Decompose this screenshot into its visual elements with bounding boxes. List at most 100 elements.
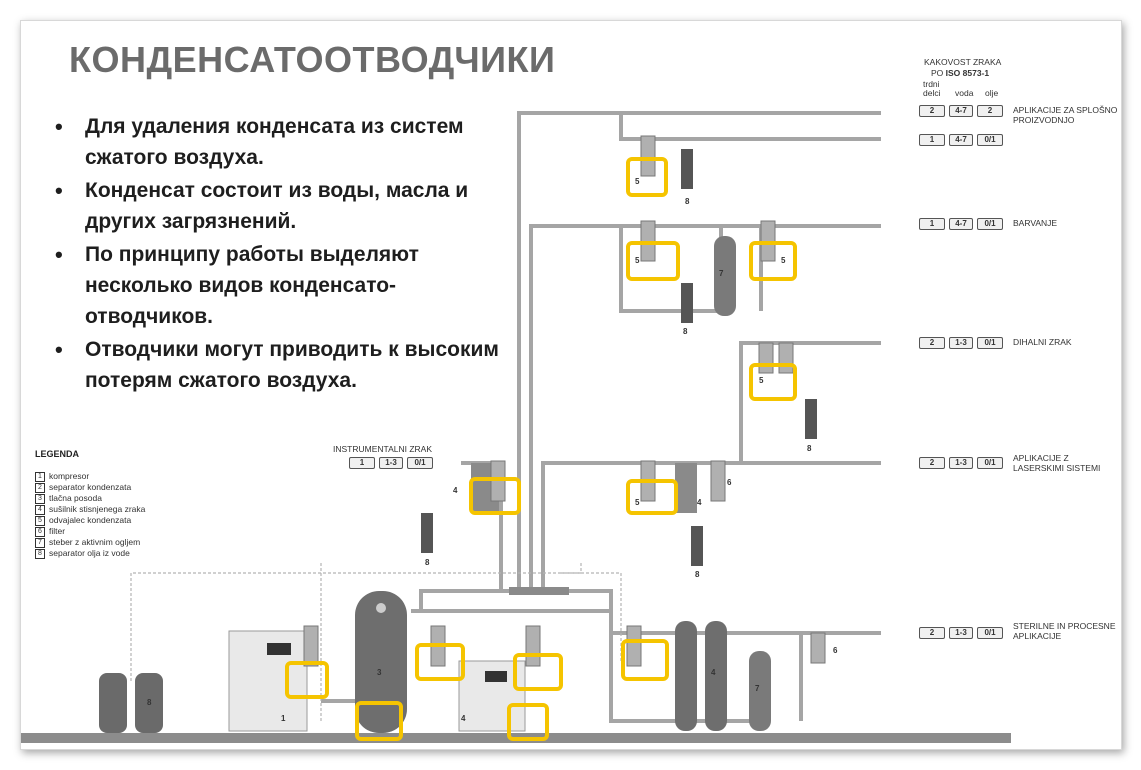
quality-solids: 2 [919,457,945,469]
legend-label: odvajalec kondenzata [49,515,132,525]
svg-text:8: 8 [685,197,690,206]
oil-water-separators [421,149,817,566]
legend-label: steber z aktivnim ogljem [49,537,141,547]
quality-header-line1: KAKOVOST ZRAKA [924,57,1002,67]
svg-text:4: 4 [453,486,458,495]
condensate-lines [130,561,622,721]
quality-water: 4-7 [949,218,973,230]
legend-item: 4 sušilnik stisnjenega zraka [35,504,215,515]
legend-item: 5 odvajalec kondenzata [35,515,215,526]
svg-text:5: 5 [635,256,640,265]
dryer-column-right [705,621,727,731]
quality-row: 2 1-3 0/1 [919,627,1003,639]
application-label: APLIKACIJE Z [1013,453,1069,463]
bullet-item: Конденсат состоит из воды, масла и други… [51,175,521,237]
quality-header-standard: ISO 8573-1 [945,68,990,78]
svg-text:4: 4 [711,668,716,677]
application-label: STERILNE IN PROCESNE [1013,621,1116,631]
quality-water: 4-7 [949,105,973,117]
compressor-2-panel [485,671,507,682]
quality-water: 1-3 [949,457,973,469]
bullet-item: Для удаления конденсата из систем сжатог… [51,111,521,173]
legend-item: 8 separator olja iz vode [35,548,215,559]
application-label: APLIKACIJE [1013,631,1062,641]
col-label-water: voda [955,88,974,98]
svg-text:8: 8 [807,444,812,453]
quality-oil: 2 [977,105,1003,117]
svg-text:4: 4 [461,714,466,723]
legend-number: 4 [35,504,45,515]
quality-oil: 0/1 [977,134,1003,146]
col-label-oil: olje [985,88,999,98]
application-label: PROIZVODNJO [1013,115,1075,125]
quality-oil: 0/1 [407,457,433,469]
quality-water: 1-3 [949,627,973,639]
oil-separator-left [99,673,127,733]
application-label: APLIKACIJE ZA SPLOŠNO [1013,105,1118,115]
instrumental-label: INSTRUMENTALNI ZRAK [333,444,433,454]
application-label: LASERSKIMI SISTEMI [1013,463,1101,473]
carbon-column-top [714,236,736,316]
quality-row: 2 1-3 0/1 [919,457,1003,469]
quality-row: 1 4-7 0/1 [919,218,1003,230]
bullet-list: Для удаления конденсата из систем сжатог… [51,111,521,398]
slide: КОНДЕНСАТООТВОДЧИКИ Для удаления конденс… [20,20,1122,750]
oil-separator-right [135,673,163,733]
legend-label: kompresor [49,471,90,481]
bullet-item: По принципу работы выделяют несколько ви… [51,239,521,332]
quality-water: 1-3 [379,457,403,469]
svg-text:5: 5 [759,376,764,385]
svg-text:7: 7 [755,684,760,693]
dryer-laser [675,463,697,513]
svg-text:6: 6 [727,478,732,487]
legend-number: 5 [35,515,45,526]
legend-number: 2 [35,482,45,493]
svg-text:5: 5 [781,256,786,265]
manifold [509,587,569,595]
legend-number: 3 [35,493,45,504]
pressure-gauge [376,603,386,613]
application-label: BARVANJE [1013,218,1058,228]
legend-number: 7 [35,537,45,548]
filters [303,135,826,667]
quality-row-instrumental: 1 1-3 0/1 [349,457,433,469]
quality-oil: 0/1 [977,457,1003,469]
quality-oil: 0/1 [977,337,1003,349]
quality-solids: 2 [919,105,945,117]
quality-oil: 0/1 [977,218,1003,230]
legend-label: tlačna posoda [49,493,102,503]
quality-water: 1-3 [949,337,973,349]
quality-oil: 0/1 [977,627,1003,639]
svg-text:8: 8 [683,327,688,336]
quality-header-prefix: PO [931,68,946,78]
legend-label: separator olja iz vode [49,548,130,558]
legend-item: 7 steber z aktivnim ogljem [35,537,215,548]
svg-text:3: 3 [377,668,382,677]
quality-solids: 1 [919,134,945,146]
quality-row: 2 4-7 2 [919,105,1003,117]
quality-row: 1 4-7 0/1 [919,134,1003,146]
legend-number: 8 [35,548,45,559]
quality-solids: 1 [919,218,945,230]
legend-label: sušilnik stisnjenega zraka [49,504,146,514]
condensate-drain-highlights [285,157,797,741]
quality-solids: 1 [349,457,375,469]
svg-text:5: 5 [635,177,640,186]
legend-title: LEGENDA [35,449,80,459]
receiver-tank [355,591,407,733]
svg-text:5: 5 [635,498,640,507]
compressor-1-panel [267,643,291,655]
dryer-column-left [675,621,697,731]
svg-text:1: 1 [281,714,286,723]
legend-number: 6 [35,526,45,537]
quality-solids: 2 [919,627,945,639]
legend-item: 3 tlačna posoda [35,493,215,504]
component-numbers: 5 8 5 7 5 8 5 8 5 4 6 8 4 8 3 1 4 8 4 7 … [147,177,838,723]
compressed-air-system-diagram: 5 8 5 7 5 8 5 8 5 4 6 8 4 8 3 1 4 8 4 7 … [21,111,1011,743]
svg-text:8: 8 [695,570,700,579]
svg-text:7: 7 [719,269,724,278]
svg-text:6: 6 [833,646,838,655]
